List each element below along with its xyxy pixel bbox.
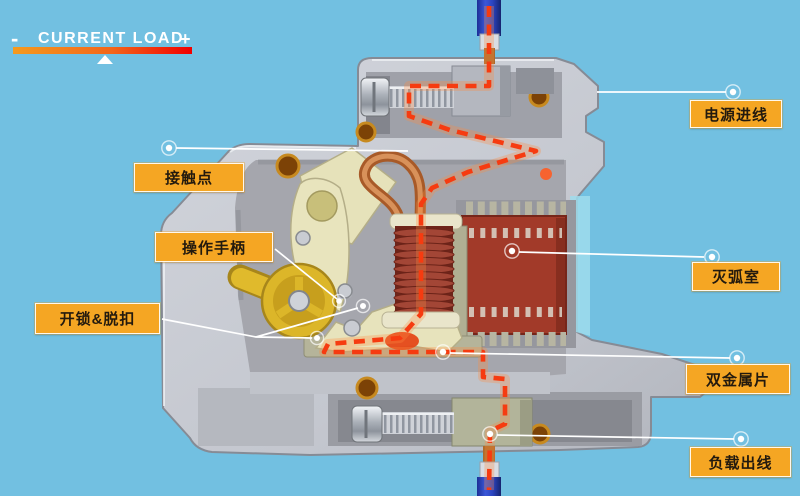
bottom-terminal — [351, 397, 533, 447]
gauge-title: CURRENT LOAD — [38, 30, 184, 47]
gauge-gradient-bar — [13, 47, 192, 54]
callout-unlock-trip: 开锁&脱扣 — [35, 303, 160, 334]
terminal-screw-shaft — [382, 412, 454, 434]
top-terminal — [360, 65, 554, 117]
gauge-plus-label: + — [180, 29, 191, 49]
gauge-pointer-triangle — [97, 55, 113, 64]
callout-power-in: 电源进线 — [690, 100, 782, 128]
current-path — [319, 6, 552, 491]
wire-copper-tip — [484, 48, 495, 64]
callout-contact-point: 接触点 — [134, 163, 244, 192]
callout-load-out: 负载出线 — [690, 447, 791, 477]
current-load-gauge: - CURRENT LOAD + — [0, 0, 210, 70]
callout-operating-handle: 操作手柄 — [155, 232, 273, 262]
solenoid-coil — [359, 150, 463, 329]
callout-bimetal-strip: 双金属片 — [686, 364, 790, 394]
gauge-minus-label: - — [11, 26, 19, 51]
arc-chamber-part — [456, 200, 576, 348]
callout-arc-chamber: 灭弧室 — [692, 262, 780, 291]
